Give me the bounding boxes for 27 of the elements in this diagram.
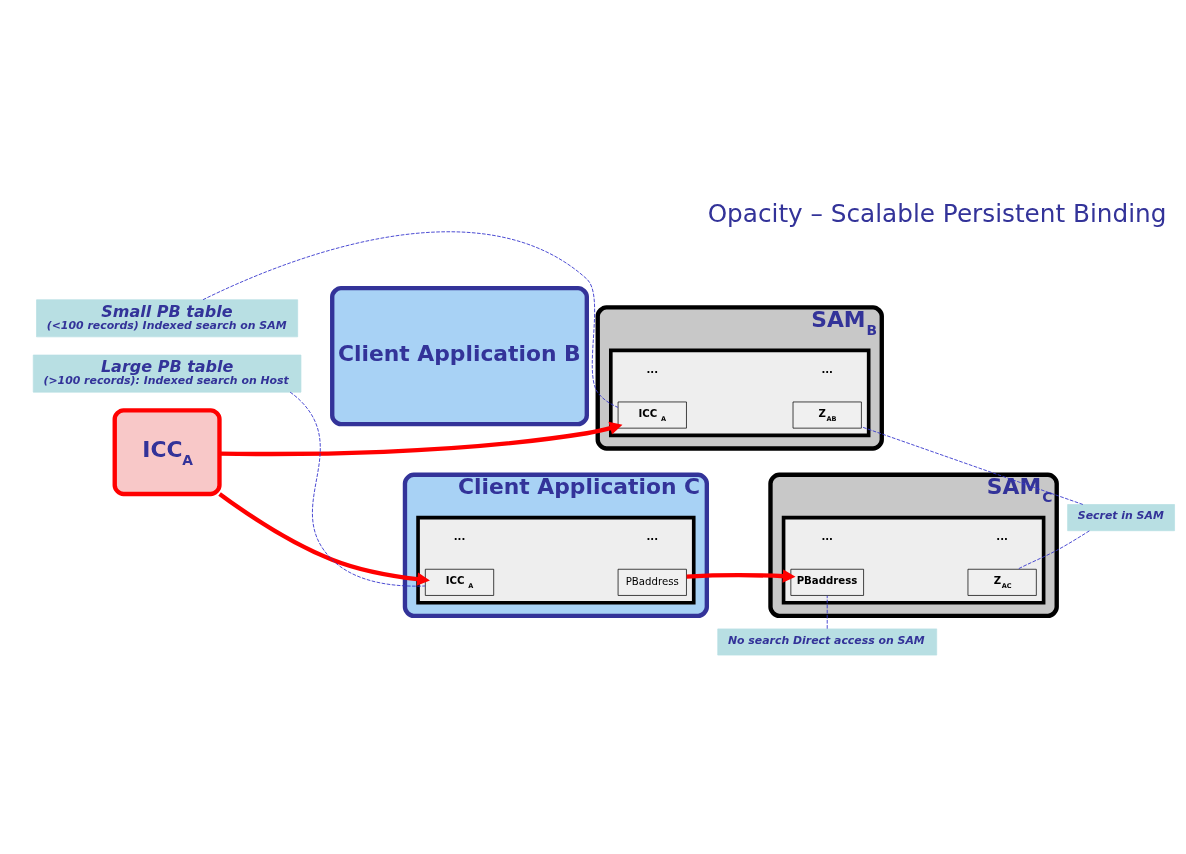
- connector: [826, 595, 828, 630]
- arrow: [218, 492, 430, 586]
- label: ...: [821, 363, 833, 375]
- label: ...: [453, 530, 466, 542]
- node-box: No search Direct access on SAM: [717, 628, 938, 656]
- label: ...: [996, 530, 1008, 542]
- connector: [289, 391, 426, 587]
- node-box: PBaddress: [617, 568, 687, 596]
- node-box: Large PB table (>100 records): Indexed search on Host: [32, 354, 302, 393]
- node-box: PBaddress: [790, 568, 864, 596]
- node-box: Secret in SAM: [1067, 504, 1175, 532]
- node-box: Z$_{AB}$: [792, 401, 862, 429]
- connector: [202, 231, 619, 408]
- label: ...: [646, 530, 659, 542]
- arrow: [686, 569, 796, 583]
- node-box: ICC$_{A}$: [112, 408, 222, 497]
- diagram-title: Opacity – Scalable Persistent Binding: [707, 198, 1167, 228]
- arrow: [219, 421, 623, 457]
- label: ...: [646, 363, 659, 375]
- node-box: Client Application B: [330, 285, 589, 427]
- connector: [861, 426, 1084, 505]
- node-box: Small PB table (<100 records) Indexed search on SAM: [36, 299, 299, 338]
- node-box: ICC $_{A}$: [617, 401, 687, 429]
- connector: [1017, 530, 1090, 570]
- node-box: Z$_{AC}$: [967, 568, 1037, 596]
- label: ...: [821, 530, 833, 542]
- node-box: ICC $_{A}$: [424, 568, 495, 596]
